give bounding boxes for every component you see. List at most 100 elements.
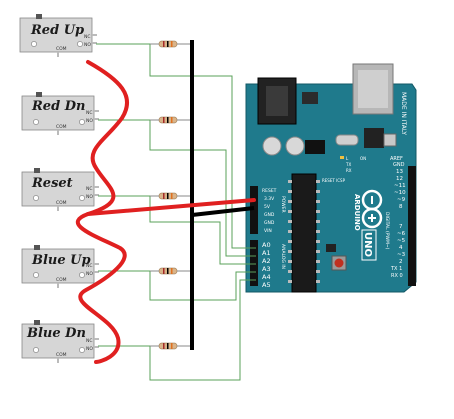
nc-label: NC xyxy=(86,110,93,116)
pin-10: ~10 xyxy=(394,190,406,196)
terminal xyxy=(94,110,99,112)
nc-label: NC xyxy=(84,34,91,40)
switch-plunger xyxy=(34,168,40,173)
switch-plunger xyxy=(36,14,42,19)
switch-plunger xyxy=(36,92,42,97)
board-url: WWW.ARDUINO.CC xyxy=(296,296,339,302)
terminal xyxy=(94,338,99,340)
route-red-up xyxy=(149,44,256,249)
com-label: COM xyxy=(56,200,67,206)
switch-blue-up: Blue Up NC NO COM xyxy=(21,245,99,288)
terminal xyxy=(57,130,59,135)
mount-hole xyxy=(31,41,37,47)
reset-icsp-label: RESET ICSP xyxy=(322,178,346,183)
no-label: NO xyxy=(84,42,91,48)
terminal xyxy=(94,186,99,188)
analog-header xyxy=(250,240,258,286)
icsp-header xyxy=(305,140,325,154)
pin-5: ~5 xyxy=(397,238,406,244)
switch-label: Red Up xyxy=(30,23,84,38)
mount-hole xyxy=(77,41,83,47)
route-blue-dn xyxy=(149,279,256,381)
pin-5v: 5V xyxy=(264,204,271,210)
no-label: NO xyxy=(86,118,93,124)
pin-gnd-2: GND xyxy=(264,220,275,226)
pin-a2: A2 xyxy=(262,257,271,265)
power-jack xyxy=(257,77,297,125)
switch-plunger xyxy=(34,320,40,325)
pin-gnd-1: GND xyxy=(264,212,275,218)
resistor-1 xyxy=(150,40,192,48)
pin-vin: VIN xyxy=(264,228,272,234)
mount-hole xyxy=(33,272,39,278)
aref-label: AREF xyxy=(390,156,403,162)
small-reset-cap xyxy=(334,258,344,268)
led xyxy=(340,156,344,159)
pin-a5: A5 xyxy=(262,281,271,289)
logo-infinity-right xyxy=(361,207,383,229)
pin-6: ~6 xyxy=(397,231,406,237)
route-red-dn xyxy=(149,120,256,257)
mount-hole xyxy=(79,272,85,278)
pin-2: 2 xyxy=(399,259,403,265)
led-label-tx: TX xyxy=(345,162,351,167)
ground-bus-to-arduino xyxy=(191,206,255,217)
crystal xyxy=(335,134,359,146)
led-label-on: ON xyxy=(360,156,366,161)
uno-badge xyxy=(361,229,377,261)
resistors xyxy=(150,40,192,350)
pin-a4: A4 xyxy=(262,273,271,281)
mount-hole xyxy=(79,119,85,125)
usb-inner xyxy=(358,70,388,108)
no-label: NO xyxy=(86,271,93,277)
com-label: COM xyxy=(56,46,67,52)
resistor-4 xyxy=(150,267,192,275)
terminal xyxy=(57,206,59,211)
resistor-2 xyxy=(150,116,192,124)
analog-pin-labels: A0 A1 A2 A3 A4 A5 xyxy=(262,241,271,289)
power-jack-inner xyxy=(266,86,288,116)
resistor-3 xyxy=(150,192,192,200)
pin-7: 7 xyxy=(399,224,403,230)
smd-chip xyxy=(326,244,336,252)
terminal xyxy=(92,34,97,36)
nc-label: NC xyxy=(86,338,93,344)
signal-wires xyxy=(96,43,256,381)
nc-label: NC xyxy=(86,263,93,269)
logo-plus-v xyxy=(368,217,376,219)
switch-reset: Reset NC NO COM xyxy=(21,168,99,211)
pin-9: ~9 xyxy=(397,197,406,203)
pin-1: TX 1 xyxy=(390,266,402,272)
led-label-rx: RX xyxy=(346,168,352,173)
mount-hole xyxy=(79,195,85,201)
usb-chip xyxy=(364,128,384,148)
terminal xyxy=(92,42,97,44)
terminal xyxy=(57,52,59,57)
mount-hole xyxy=(79,347,85,353)
digital-pin-labels: AREF GND 13 12 ~11 ~10 ~9 8 7 ~6 ~5 4 ~3… xyxy=(390,156,406,279)
pin-0: RX 0 xyxy=(391,273,403,279)
pin-3v3: 3.3V xyxy=(264,196,275,202)
switch-label: Blue Up xyxy=(31,253,91,268)
led-label-l: L xyxy=(346,156,349,161)
reset-pin: RESET xyxy=(262,188,277,194)
pin-13: 13 xyxy=(396,169,403,175)
route-blue-up xyxy=(149,271,256,301)
power-pin-labels: RESET 3.3V 5V GND GND VIN xyxy=(262,188,277,234)
com-label: COM xyxy=(56,277,67,283)
switch-label: Reset xyxy=(31,176,73,191)
switch-label: Blue Dn xyxy=(26,326,86,341)
model-label: UNO xyxy=(362,232,373,257)
mount-hole xyxy=(33,195,39,201)
switch-red-up: Red Up NC NO COM xyxy=(19,14,97,57)
terminal xyxy=(94,346,99,348)
pin-12: 12 xyxy=(396,176,403,182)
terminal xyxy=(94,263,99,265)
terminal xyxy=(94,194,99,196)
capacitor xyxy=(285,136,305,156)
pin-3: ~3 xyxy=(397,252,406,258)
mount-hole xyxy=(33,119,39,125)
terminal xyxy=(57,358,59,363)
red-wire-zigzag xyxy=(76,60,129,364)
